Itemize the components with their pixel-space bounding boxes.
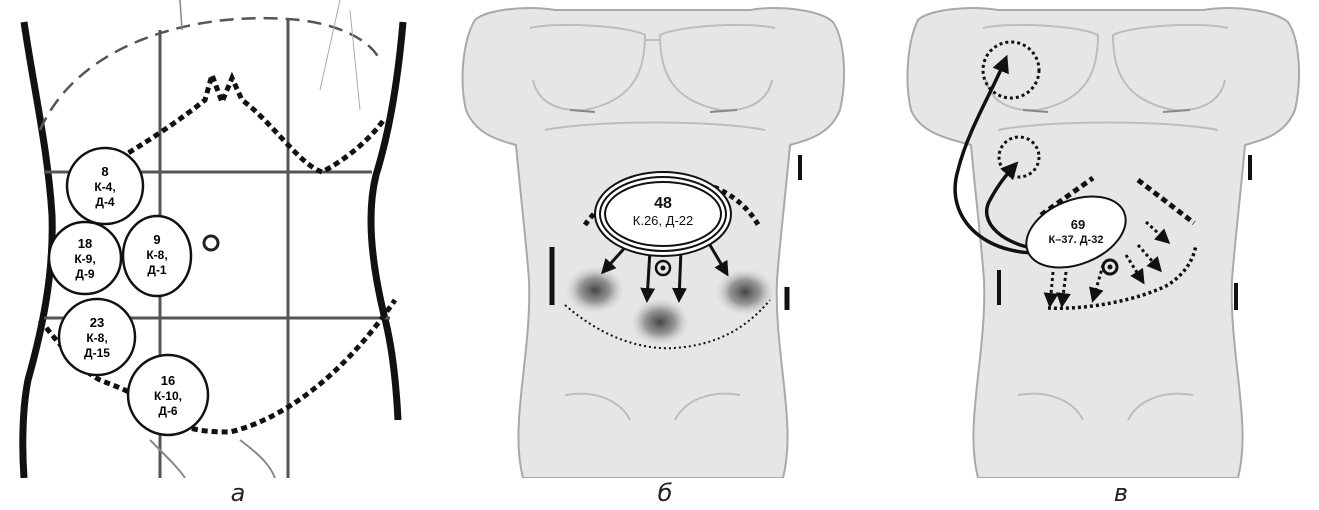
region-circle-k: К-4, [94,180,115,194]
region-circle-d: Д-6 [158,404,178,418]
caption-b: б [645,478,685,508]
region-circle-umbilical-right: 9 К-8, Д-1 [123,216,191,296]
region-circle-iliac-right: 23 К-8, Д-15 [59,299,135,375]
central-detail: К–37. Д-32 [1049,234,1104,246]
central-total: 48 [654,195,672,212]
region-circle-k: К-8, [146,248,167,262]
shade-spot-right [715,268,775,316]
shade-spot-center [630,298,690,346]
region-circle-k: К-8, [86,331,107,345]
sketch-line-top [180,0,182,30]
region-circle-d: Д-15 [84,346,110,360]
caption-a: а [218,478,258,508]
central-total: 69 [1071,217,1085,232]
caption-c: в [1101,478,1141,508]
region-circle-total: 9 [153,232,160,247]
region-circle-total: 16 [161,373,175,388]
right-body-contour [371,22,403,420]
sketch-rib-arc [40,18,380,130]
panel-c-torso-migration: 69 К–37. Д-32 [898,0,1319,478]
region-circle-total: 18 [78,236,92,251]
panel-b-torso-migration: 48 К.26, Д-22 [445,0,860,478]
panel-c-drawing: 69 К–37. Д-32 [898,0,1319,478]
shade-spot-left [565,266,625,314]
region-circle-lateral-right: 18 К-9, Д-9 [49,222,121,294]
left-body-contour [23,22,52,478]
region-circle-epigastric-right: 8 К-4, Д-4 [67,148,143,224]
region-circle-hypogastric: 16 К-10, Д-6 [128,355,208,435]
region-circle-d: Д-1 [147,263,167,277]
panel-a-drawing: 8 К-4, Д-4 18 К-9, Д-9 9 К-8, Д-1 23 К-8… [0,0,440,478]
lower-sketch [150,440,275,478]
sketch-line-right [320,0,360,110]
region-circle-d: Д-9 [75,267,95,281]
umbilicus-mark [204,236,218,250]
region-circle-k: К-9, [74,252,95,266]
region-circle-d: Д-4 [95,195,115,209]
region-circle-total: 23 [90,315,104,330]
central-detail: К.26, Д-22 [633,213,693,228]
region-circle-k: К-10, [154,389,182,403]
region-circle-total: 8 [101,164,108,179]
panel-a-abdomen-grid: 8 К-4, Д-4 18 К-9, Д-9 9 К-8, Д-1 23 К-8… [0,0,440,478]
panel-b-drawing: 48 К.26, Д-22 [445,0,860,478]
